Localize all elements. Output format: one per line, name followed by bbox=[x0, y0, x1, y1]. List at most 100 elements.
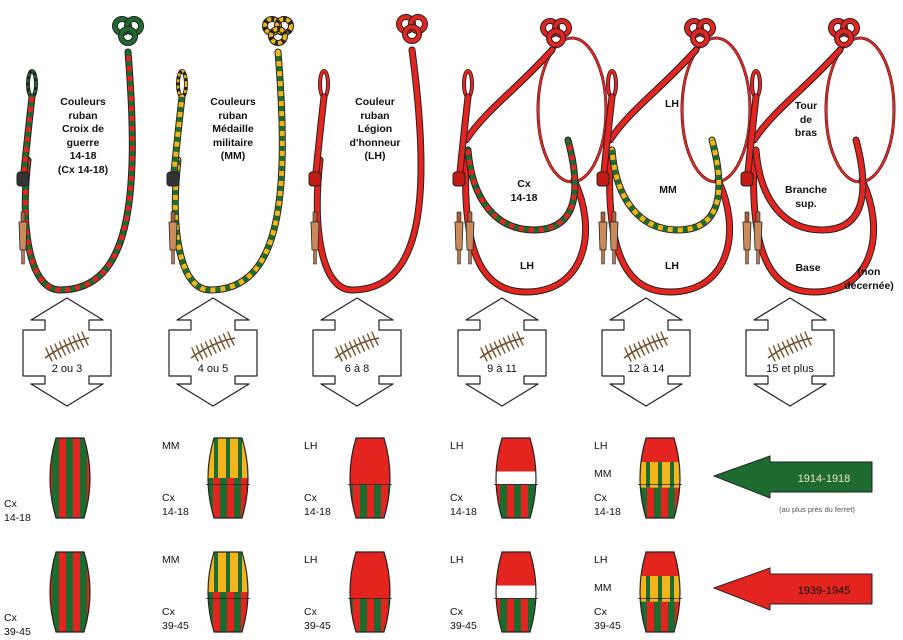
olive-label-2-3-2: Cx 39-45 bbox=[304, 606, 342, 633]
cord-3-loop-base bbox=[317, 50, 421, 290]
olive-1-5-cx bbox=[630, 488, 690, 518]
citation-arrow-3 bbox=[313, 298, 401, 406]
citation-box-2 bbox=[169, 298, 257, 406]
citation-count-5: 12 à 14 bbox=[610, 362, 682, 376]
cord-4 bbox=[453, 21, 606, 292]
citation-count-4: 9 à 11 bbox=[466, 362, 538, 376]
olive-label-1-5-1: LH bbox=[594, 440, 632, 454]
cord-4-ferret-2-neck bbox=[468, 212, 472, 222]
cord-4-ferret-2-body bbox=[466, 222, 474, 250]
cord-4-aiguillette-ferret-tip bbox=[458, 250, 461, 264]
olive-2-1-body bbox=[40, 552, 100, 632]
cord-5-aiguillette-ferret bbox=[599, 212, 607, 264]
olive-label-2-5-3: Cx 39-45 bbox=[594, 606, 632, 633]
cord-4-aiguillette-ferret-neck bbox=[457, 212, 461, 222]
olive-label-2-5-1: LH bbox=[594, 554, 632, 568]
arrow-1939-1945-label: 1939-1945 bbox=[784, 584, 864, 598]
cord-2-aiguillette-ferret-body bbox=[169, 222, 177, 250]
cord-5-aiguillette-ferret-neck bbox=[601, 212, 605, 222]
cord-5-label-lh: LH bbox=[657, 260, 687, 274]
olive-label-1-5-2: MM bbox=[594, 468, 632, 482]
arrow-1914-1918-label: 1914-1918 bbox=[784, 472, 864, 486]
olive-1-3-lh bbox=[340, 438, 400, 484]
cord-6-aiguillette-ferret-tip bbox=[746, 250, 749, 264]
cord-4-aiguillette-loop bbox=[464, 71, 472, 97]
cord-1-aiguillette-ferret-body bbox=[19, 222, 27, 250]
cord-6-ferret-2-neck bbox=[756, 212, 760, 222]
olive-label-2-4-1: LH bbox=[450, 554, 488, 568]
olive-label-1-2-1: MM bbox=[162, 440, 200, 454]
olive-1-3-cx bbox=[340, 484, 400, 518]
olive-label-2-2-2: Cx 39-45 bbox=[162, 606, 200, 633]
olive-1-5-mm bbox=[630, 462, 690, 488]
citation-arrow-5 bbox=[602, 298, 690, 406]
olive-2-3-lh bbox=[340, 552, 400, 598]
olive-rows bbox=[40, 438, 690, 632]
cord-6-knot bbox=[831, 21, 857, 45]
olive-label-2-5-2: MM bbox=[594, 582, 632, 596]
citation-boxes bbox=[23, 298, 834, 406]
olive-1-4-lh bbox=[486, 438, 546, 472]
cord-6-aiguillette-ferret bbox=[743, 212, 751, 264]
olive-2-2-body bbox=[198, 552, 258, 632]
cord-3-aiguillette-ferret-tip bbox=[314, 250, 317, 264]
citation-count-3: 6 à 8 bbox=[321, 362, 393, 376]
olive-label-1-4-2: Cx 14-18 bbox=[450, 492, 488, 519]
olive-1-4-body bbox=[486, 438, 546, 518]
cord-2-aiguillette-ferret-neck bbox=[171, 212, 175, 222]
cord-1-aiguillette-ferret-neck bbox=[21, 212, 25, 222]
cord-5 bbox=[597, 21, 750, 292]
cord-6 bbox=[741, 21, 894, 292]
olive-label-1-2-2: Cx 14-18 bbox=[162, 492, 200, 519]
cord-3-knot bbox=[399, 17, 425, 41]
cord-2-loop-dash bbox=[175, 52, 282, 290]
cord-3-aiguillette-ferret-neck bbox=[313, 212, 317, 222]
cord-6-label-note: (non décernée) bbox=[836, 266, 902, 293]
citation-box-4 bbox=[458, 298, 546, 406]
cord-4-label-lh: LH bbox=[512, 260, 542, 274]
olive-2-4-white bbox=[486, 586, 546, 599]
cord-1-label: Couleurs ruban Croix de guerre 14-18 (Cx… bbox=[48, 96, 118, 177]
cord-3-label: Couleur ruban Légion d'honneur (LH) bbox=[340, 96, 410, 164]
olive-2-5-lh bbox=[630, 552, 690, 576]
cord-5-label-lh-top: LH bbox=[657, 98, 687, 112]
cord-4-aiguillette-ferret bbox=[455, 212, 463, 264]
olive-label-1-3-1: LH bbox=[304, 440, 342, 454]
citation-arrow-2 bbox=[169, 298, 257, 406]
cord-3-aiguillette-loop bbox=[320, 71, 328, 97]
cord-2-aiguillette-knot bbox=[167, 172, 179, 186]
cord-4-aiguillette-ferret-body bbox=[455, 222, 463, 250]
citation-arrow-6 bbox=[746, 298, 834, 406]
olive-label-2-1-1: Cx 39-45 bbox=[4, 612, 42, 639]
cord-2-aiguillette-ferret-tip bbox=[172, 250, 175, 264]
olive-2-3-cx bbox=[340, 598, 400, 632]
olive-label-1-3-2: Cx 14-18 bbox=[304, 492, 342, 519]
cord-5-aiguillette-loop bbox=[608, 71, 616, 97]
cord-5-ferret-2-neck bbox=[612, 212, 616, 222]
cord-6-aiguillette-ferret-neck bbox=[745, 212, 749, 222]
cord-6-ferret-2-body bbox=[754, 222, 762, 250]
olive-1-4-white bbox=[486, 472, 546, 485]
citation-box-5 bbox=[602, 298, 690, 406]
cord-3-aiguillette-knot bbox=[309, 172, 321, 186]
olive-1-1-cx bbox=[40, 438, 100, 518]
olive-2-2-mm bbox=[198, 552, 258, 592]
cord-6-aiguillette-knot bbox=[741, 172, 753, 186]
olive-1-2-mm bbox=[198, 438, 258, 478]
cord-6-label-branche: Branche sup. bbox=[776, 184, 836, 211]
olive-1-5-lh bbox=[630, 438, 690, 462]
olive-1-2-body bbox=[198, 438, 258, 518]
cords-row bbox=[17, 17, 894, 292]
olive-label-2-4-2: Cx 39-45 bbox=[450, 606, 488, 633]
cord-6-label-tour: Tour de bras bbox=[786, 100, 826, 141]
cord-1-aiguillette-knot bbox=[17, 172, 29, 186]
citation-arrow-1 bbox=[23, 298, 111, 406]
cord-4-ferret-2-tip bbox=[469, 250, 472, 264]
cord-4-aiguillette-knot bbox=[453, 172, 465, 186]
cord-1-aiguillette-ferret-tip bbox=[22, 250, 25, 264]
cord-5-ferret-2-body bbox=[610, 222, 618, 250]
olive-label-1-5-3: Cx 14-18 bbox=[594, 492, 632, 519]
cord-5-ferret-2-tip bbox=[613, 250, 616, 264]
olive-2-3-body bbox=[340, 552, 400, 632]
